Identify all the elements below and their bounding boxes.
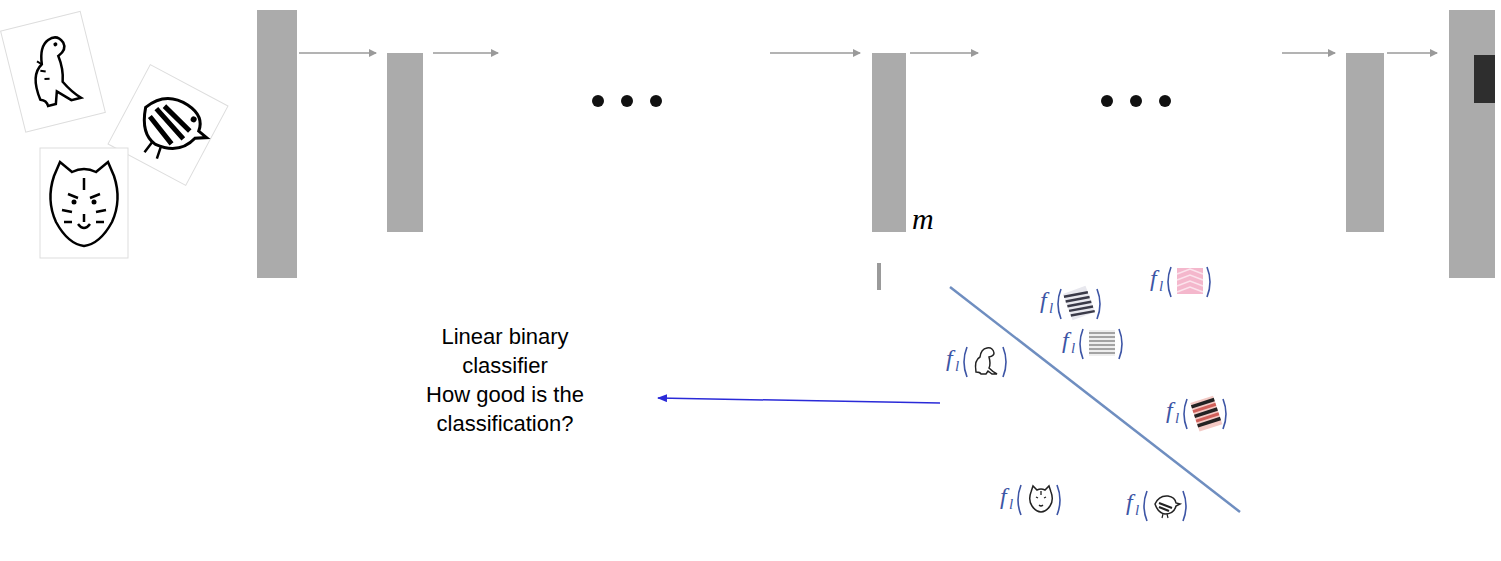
layer-arrow: [299, 52, 376, 54]
function-subscript: l: [955, 359, 959, 374]
ellipsis-dot: [621, 95, 633, 107]
ellipsis-dot: [1101, 95, 1113, 107]
dinosaur-icon: [976, 348, 998, 374]
pink-chevron-icon: [1177, 268, 1203, 294]
layer-arrow: [770, 52, 860, 54]
tiger-card: [40, 148, 128, 258]
function-symbol: f: [1062, 328, 1069, 352]
function-subscript: l: [1009, 497, 1013, 512]
layer-bar: [387, 53, 423, 232]
layer-bar: [1346, 53, 1384, 232]
function-subscript: l: [1159, 279, 1163, 294]
gray-stripe-icon: [1089, 330, 1115, 356]
function-subscript: l: [1049, 301, 1053, 316]
layer-arrow: [910, 52, 978, 54]
parentheses: [964, 267, 1226, 521]
function-subscript: l: [1175, 411, 1179, 426]
layer-name: m: [912, 204, 934, 234]
tiger-icon: [1030, 486, 1053, 512]
layer-bar: [257, 10, 297, 278]
red-black-stripe-icon: [1190, 396, 1222, 432]
layer-arrow: [433, 52, 498, 54]
layer-arrow: [1282, 52, 1335, 54]
function-subscript: l: [1071, 341, 1075, 356]
bird-icon: [1155, 496, 1180, 518]
function-symbol: f: [1040, 288, 1047, 312]
ellipsis-dot: [1130, 95, 1142, 107]
note-text: How good is the classification?: [398, 380, 612, 438]
function-symbol: f: [1000, 484, 1007, 508]
function-symbol: f: [1166, 398, 1173, 422]
function-symbol: f: [1126, 490, 1133, 514]
dinosaur-card: [1, 11, 106, 132]
dark-stripe-icon: [1063, 286, 1095, 321]
pointer-arrow: [658, 398, 940, 403]
ellipsis-dot: [650, 95, 662, 107]
layer-arrow: [1387, 52, 1437, 54]
layer-bar: [872, 53, 906, 232]
function-subscript: l: [1135, 503, 1139, 518]
probe-tick: [877, 263, 881, 290]
ellipsis-dot: [1159, 95, 1171, 107]
output-bar: [1449, 10, 1495, 278]
function-symbol: f: [946, 346, 953, 370]
note-text: Linear binary classifier: [398, 322, 612, 380]
output-active-cell: [1474, 55, 1495, 103]
ellipsis-dot: [592, 95, 604, 107]
function-symbol: f: [1150, 266, 1157, 290]
decision-boundary: [950, 287, 1240, 512]
